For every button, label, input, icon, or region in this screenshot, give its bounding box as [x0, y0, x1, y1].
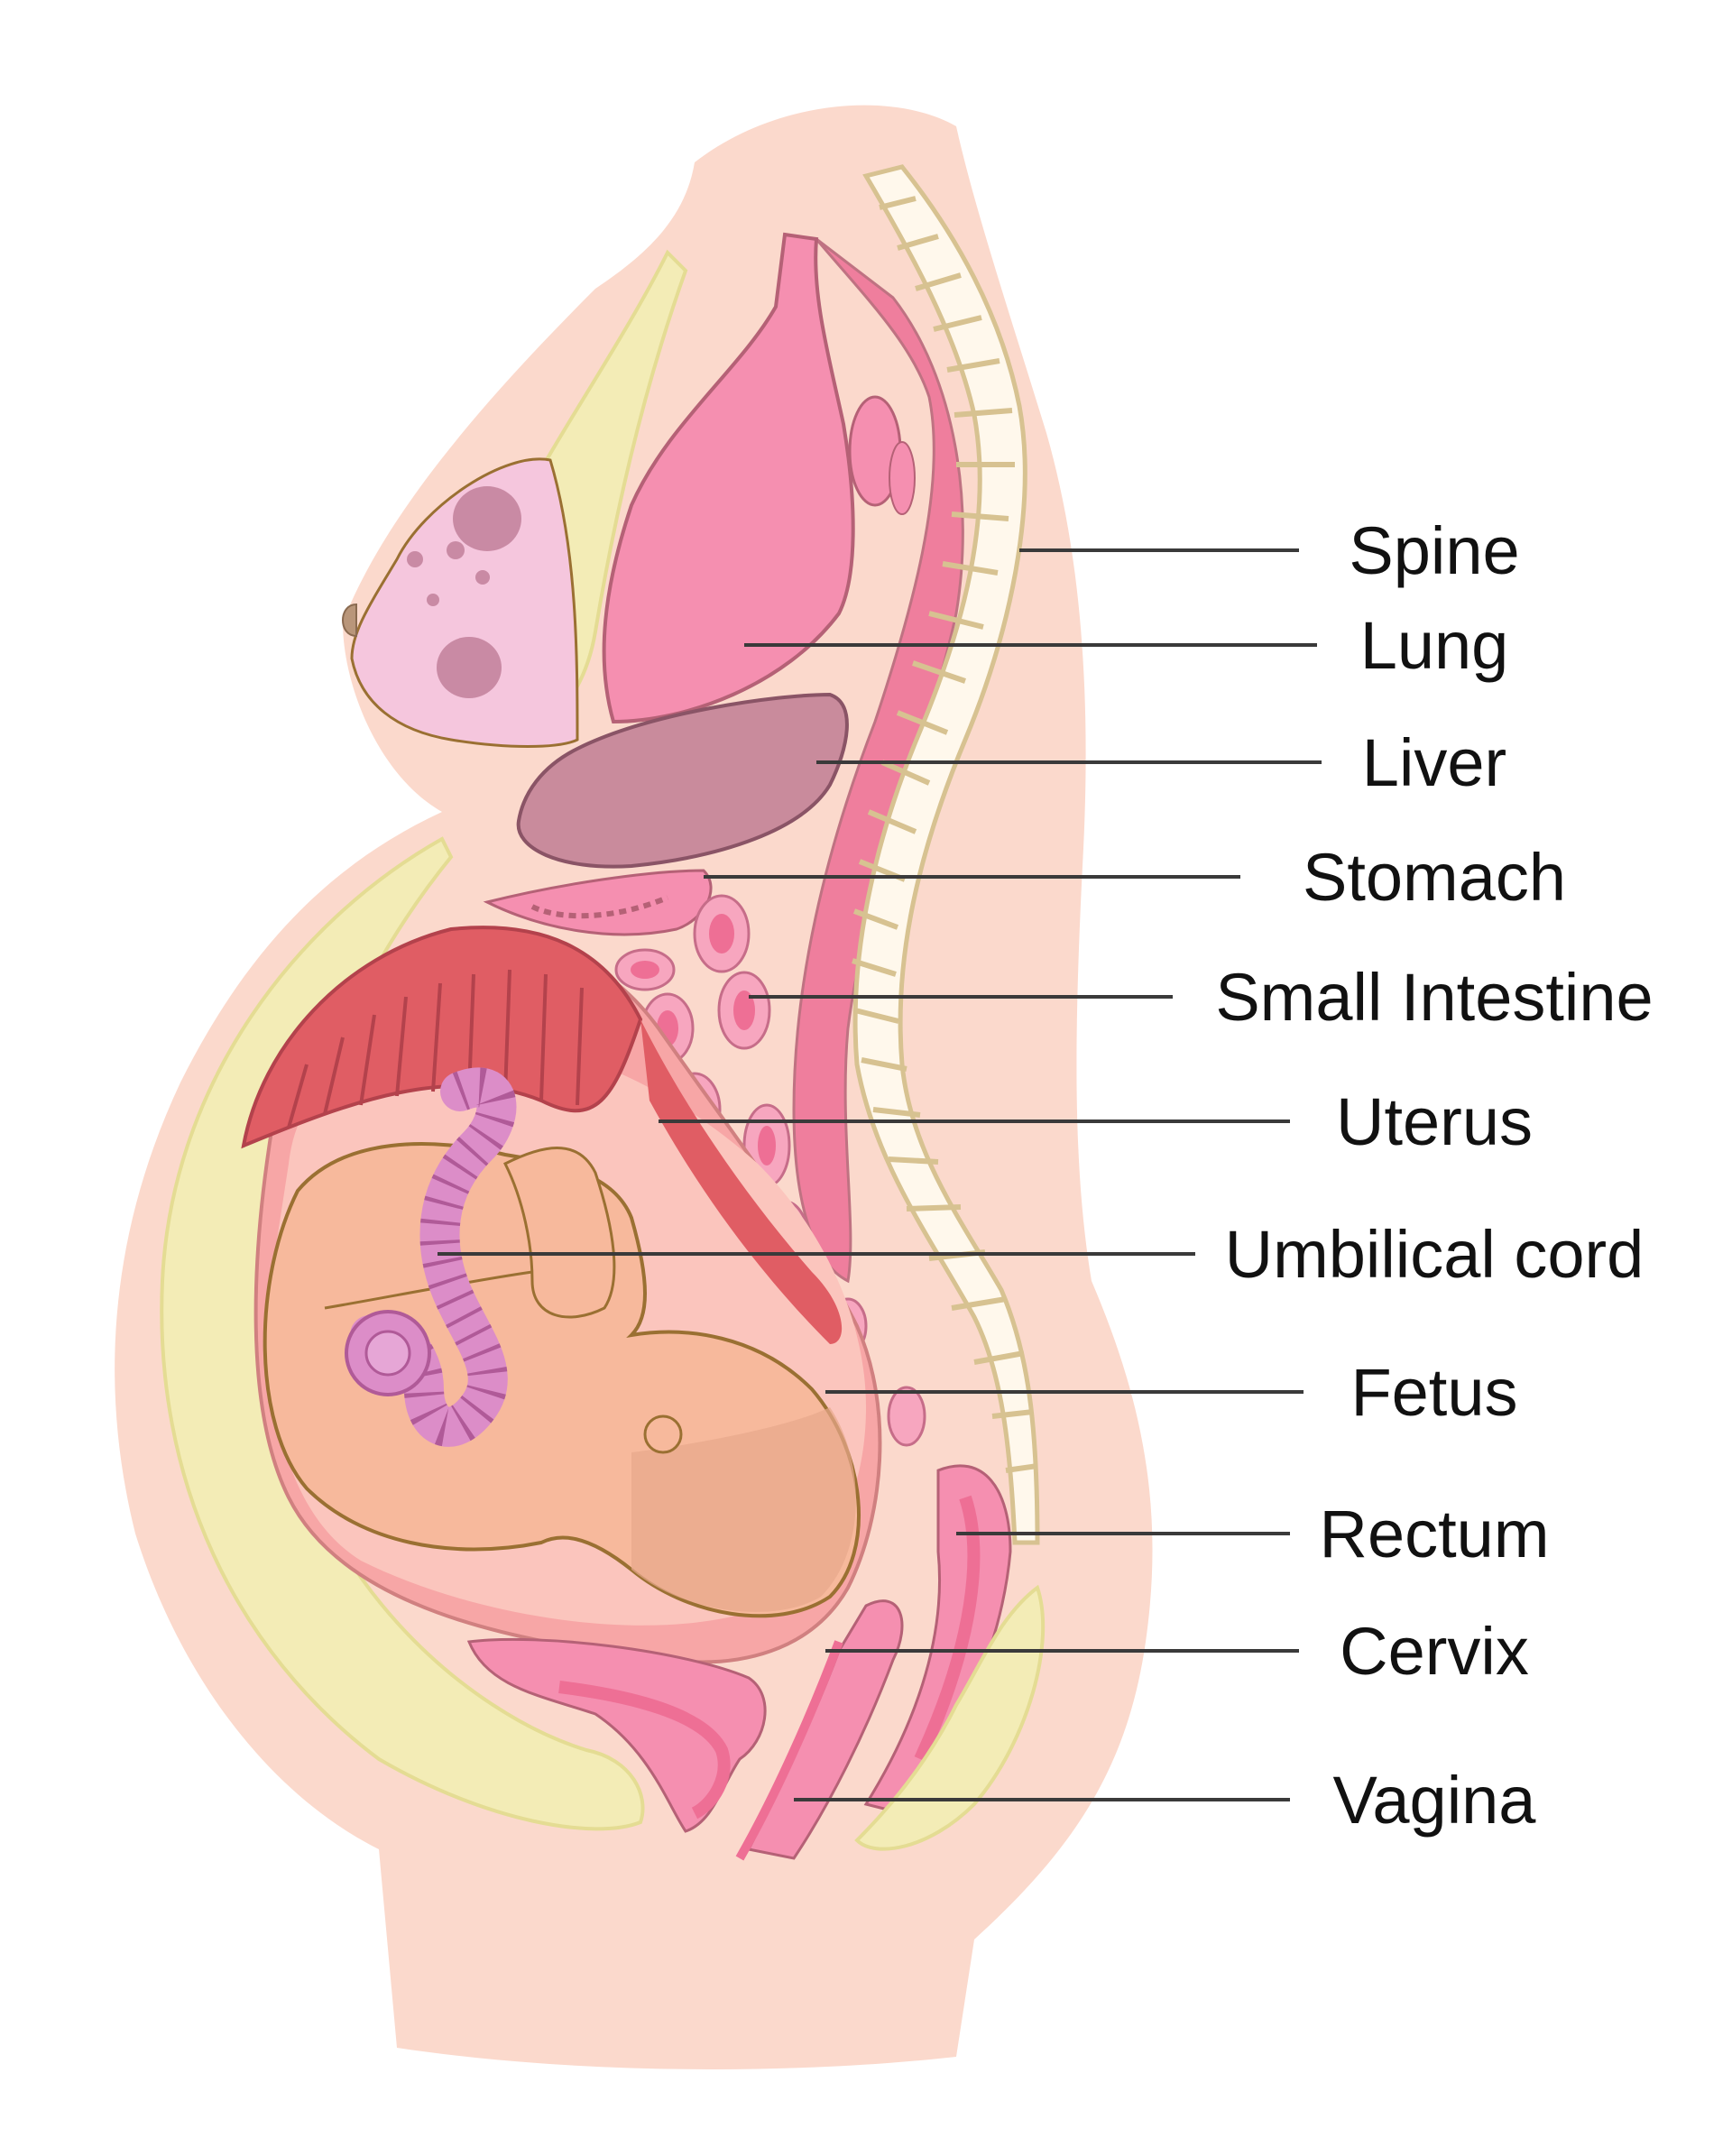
fetus-ear [645, 1416, 681, 1452]
uterus-label: Uterus [1336, 1084, 1533, 1159]
liver-label: Liver [1362, 725, 1506, 800]
stomach-label: Stomach [1303, 840, 1566, 915]
lung-label: Lung [1360, 608, 1509, 683]
breast-lobe-upper [453, 486, 521, 551]
breast-lobule [427, 594, 439, 606]
vagina-label: Vagina [1333, 1763, 1537, 1838]
spine-label: Spine [1349, 513, 1519, 588]
vessel-cross-section [889, 442, 915, 514]
cervix-label: Cervix [1340, 1614, 1529, 1689]
fetus-label: Fetus [1350, 1355, 1517, 1430]
umbilical-cord-label: Umbilical cord [1225, 1217, 1644, 1292]
rectum-label: Rectum [1320, 1497, 1550, 1571]
breast-lobule [447, 541, 465, 559]
umbilical-cord-coil-inner [366, 1331, 410, 1375]
breast-lobe-lower [437, 637, 502, 698]
small-intestine-label: Small Intestine [1215, 960, 1653, 1035]
breast-lobule [475, 570, 490, 585]
breast-lobule [407, 551, 423, 567]
